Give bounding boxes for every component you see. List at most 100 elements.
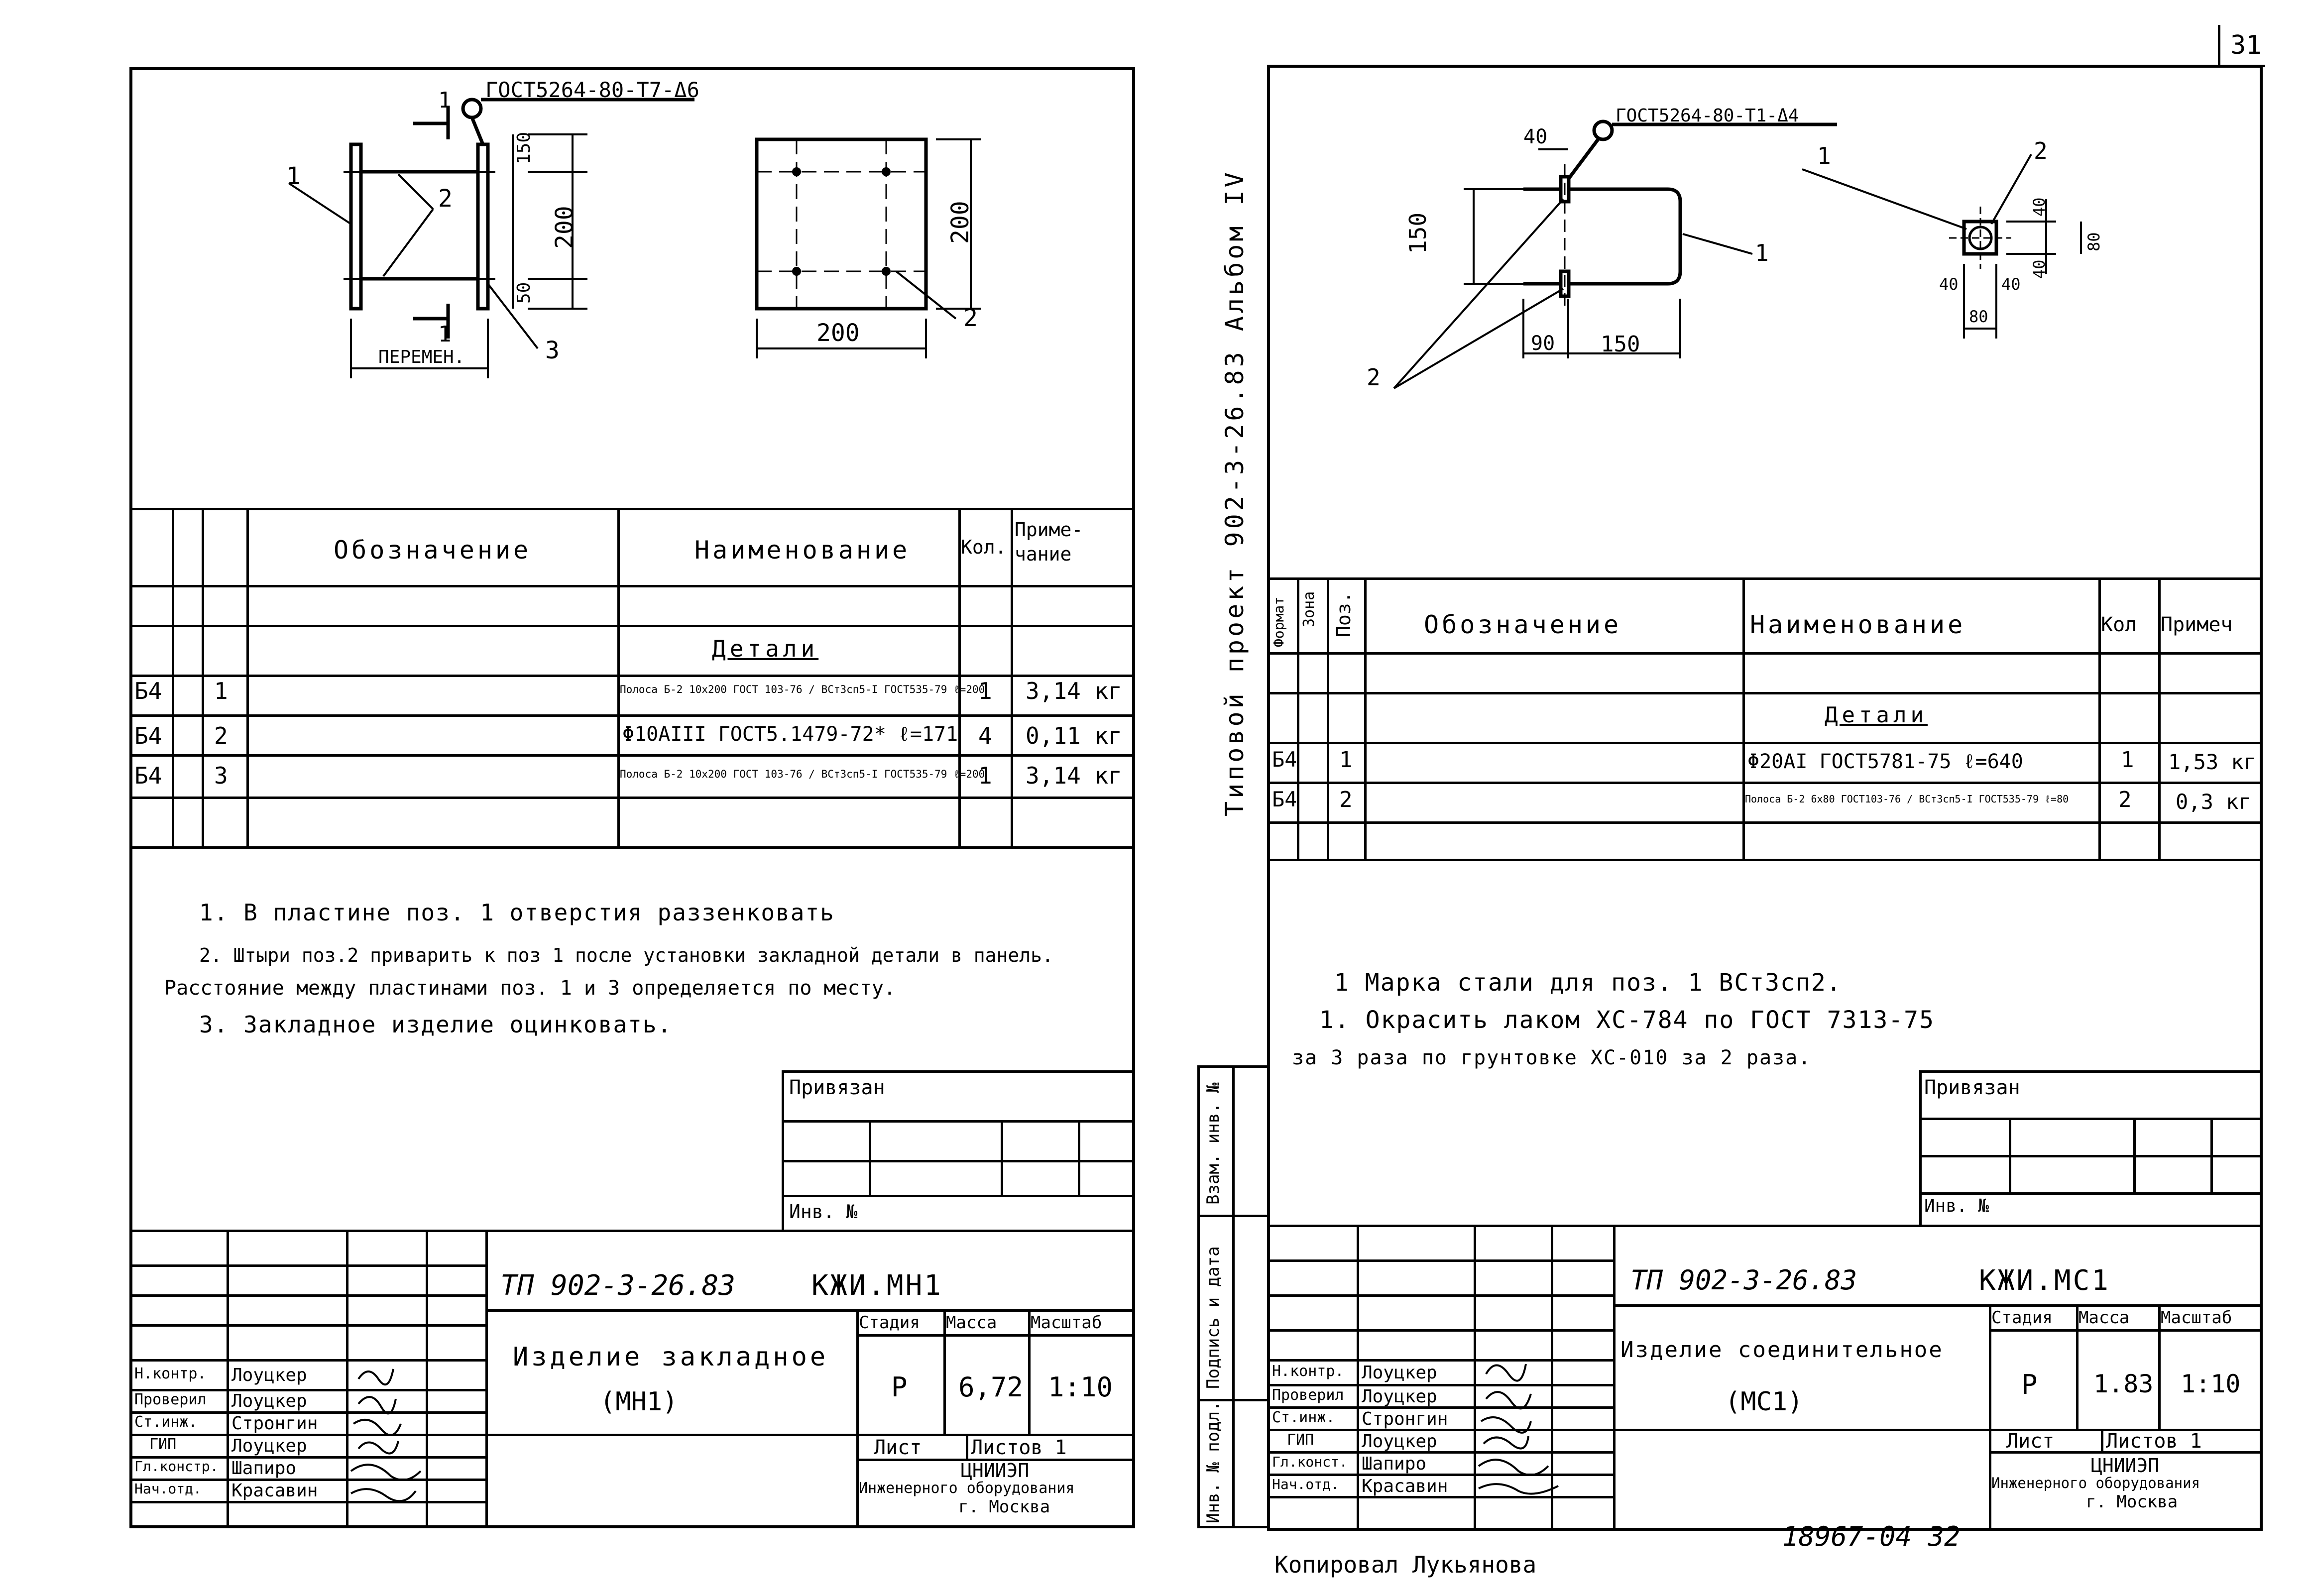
- right-table-col: [1364, 577, 1367, 859]
- left-row3-note: 3,14 кг: [1026, 762, 1122, 789]
- left-section-mark-top: 1: [438, 88, 452, 113]
- right-bound-box: [1919, 1070, 2260, 1225]
- right-bound-line: [1919, 1155, 2260, 1157]
- right-inv-label: Инв. №: [1924, 1196, 1989, 1216]
- right-section-title: Детали: [1825, 702, 1928, 728]
- left-stamp-col: [1028, 1309, 1031, 1434]
- left-name-2: Лоуцкер: [231, 1391, 307, 1411]
- page-number: 31: [2230, 30, 2262, 60]
- left-row2-qty: 4: [978, 722, 992, 749]
- left-name-5: Шапиро: [231, 1458, 297, 1479]
- left-header-note: Приме-чание: [1015, 519, 1083, 566]
- right-stamp-top: [1270, 1225, 2260, 1227]
- left-table-line: [132, 625, 1133, 627]
- right-table-bottom: [1270, 859, 2260, 861]
- left-stamp-top: [132, 1230, 1133, 1232]
- right-stamp-line: [1270, 1329, 1613, 1332]
- left-variable-label: ПЕРЕМЕН.: [378, 347, 465, 367]
- right-role-5: Гл.конст.: [1272, 1454, 1348, 1470]
- left-name-1: Лоуцкер: [231, 1365, 307, 1385]
- left-note-2b: Расстояние между пластинами поз. 1 и 3 о…: [164, 977, 896, 1000]
- right-role-6: Нач.отд.: [1272, 1476, 1339, 1492]
- right-table-col: [1742, 577, 1745, 859]
- right-header-designation: Обозначение: [1424, 610, 1622, 639]
- copied-by-label: Копировал Лукьянова: [1274, 1551, 1537, 1578]
- archive-number: 18967-04 32: [1782, 1521, 1961, 1552]
- right-stamp-col: [2158, 1304, 2161, 1429]
- right-table-line: [1270, 742, 2260, 744]
- left-callout-3: 3: [545, 337, 560, 364]
- right-header-note: Примеч: [2161, 613, 2233, 636]
- right-scale-value: 1:10: [2181, 1369, 2241, 1398]
- left-stamp-line: [132, 1479, 485, 1481]
- right-role-3: Ст.инж.: [1272, 1409, 1335, 1426]
- left-row1-name: Полоса Б-2 10х200 ГОСТ 103-76 / ВСт3сп5-…: [620, 684, 985, 695]
- right-section-dim-80b: 80: [1969, 307, 1988, 326]
- right-stage-label: Стадия: [1991, 1308, 2053, 1328]
- left-city: г. Москва: [958, 1497, 1050, 1517]
- left-stage-label: Стадия: [859, 1313, 920, 1333]
- left-row1-format: Б4: [134, 678, 162, 704]
- left-stamp-col: [856, 1309, 859, 1528]
- left-bound-col: [1001, 1120, 1003, 1195]
- right-name-2: Лоуцкер: [1362, 1386, 1437, 1407]
- left-name-6: Красавин: [231, 1481, 318, 1501]
- left-row1-note: 3,14 кг: [1026, 678, 1122, 704]
- right-project-code: ТП 902-3-26.83: [1630, 1264, 1857, 1296]
- left-title: Изделие закладное: [513, 1342, 829, 1372]
- right-table-line: [1270, 782, 2260, 784]
- left-header-name: Наименование: [694, 536, 911, 565]
- right-note-2: 1. Окрасить лаком ХС-784 по ГОСТ 7313-75: [1319, 1006, 1935, 1034]
- left-table-col: [617, 508, 620, 846]
- right-row2-qty: 2: [2118, 787, 2132, 812]
- left-weld-note: ГОСТ5264-80-Т7-Δ6: [485, 78, 699, 102]
- right-sheet-frame: [1267, 65, 2263, 1531]
- right-stamp-line: [1270, 1359, 1613, 1362]
- left-row2-name: Φ10АIII ГОСТ5.1479-72* ℓ=171: [622, 723, 958, 746]
- right-note-3: за 3 раза по грунтовке ХС-010 за 2 раза.: [1292, 1046, 1812, 1069]
- right-callout-1: 1: [1755, 239, 1769, 266]
- left-sheet-label: Лист: [874, 1436, 922, 1459]
- left-table-line: [132, 754, 1133, 757]
- left-bound-col: [1078, 1120, 1080, 1195]
- left-scale-value: 1:10: [1048, 1371, 1113, 1403]
- right-row1-format: Б4: [1272, 747, 1297, 772]
- left-row2-pos: 2: [214, 722, 228, 749]
- right-row1-qty: 1: [2121, 747, 2134, 773]
- left-role-6: Нач.отд.: [134, 1481, 202, 1497]
- left-header-designation: Обозначение: [334, 536, 532, 565]
- right-name-5: Шапиро: [1362, 1454, 1427, 1474]
- right-stamp-line: [1270, 1259, 1613, 1262]
- right-stamp-col: [2101, 1429, 2103, 1451]
- right-stamp-line: [1270, 1451, 1613, 1454]
- right-org: ЦНИИЭП: [2091, 1455, 2160, 1477]
- right-city: г. Москва: [2086, 1492, 2178, 1512]
- right-name-1: Лоуцкер: [1362, 1363, 1437, 1383]
- right-mark: КЖИ.МС1: [1979, 1264, 2111, 1297]
- left-callout-1: 1: [286, 162, 301, 190]
- left-note-1: 1. В пластине поз. 1 отверстия раззенков…: [199, 899, 835, 926]
- right-stamp-line: [1270, 1429, 2260, 1431]
- left-stamp-line: [132, 1434, 1133, 1436]
- right-section-dim-40d: 40: [2001, 275, 2021, 294]
- right-stamp-col: [1474, 1225, 1476, 1528]
- left-bound-box: [782, 1070, 1133, 1230]
- right-dim-150-h: 150: [1601, 332, 1640, 357]
- left-table-col: [172, 508, 174, 846]
- left-org: ЦНИИЭП: [961, 1460, 1030, 1482]
- left-callout-2-plan: 2: [963, 304, 978, 332]
- right-table-line: [1270, 692, 2260, 694]
- right-org-full: Инженерного оборудования: [1991, 1475, 2200, 1491]
- left-section-title: Детали: [712, 635, 819, 662]
- right-dim-40: 40: [1523, 125, 1548, 148]
- right-weld-note: ГОСТ5264-80-Т1-Δ4: [1616, 106, 1799, 126]
- right-stamp-line: [1270, 1294, 1613, 1297]
- right-stamp-col: [1551, 1225, 1553, 1528]
- right-sheets-label: Листов 1: [2106, 1430, 2202, 1453]
- left-stamp-line: [132, 1264, 485, 1267]
- left-table-top: [132, 508, 1133, 510]
- left-row2-note: 0,11 кг: [1026, 722, 1122, 749]
- left-mark: КЖИ.МН1: [811, 1269, 943, 1302]
